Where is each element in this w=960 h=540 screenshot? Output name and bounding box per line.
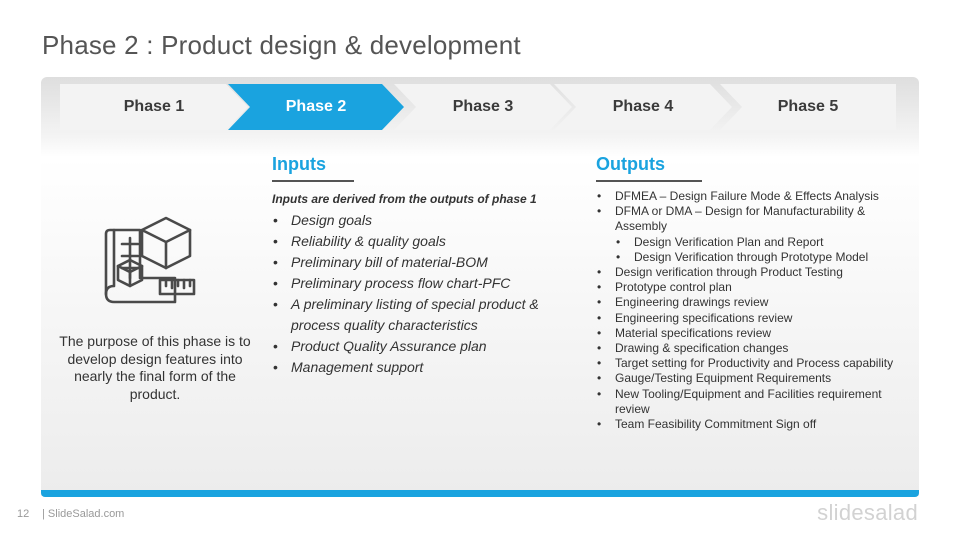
- phase-3-chevron: Phase 3: [394, 84, 572, 130]
- list-item: Drawing & specification changes: [596, 341, 902, 356]
- list-item: Gauge/Testing Equipment Requirements: [596, 371, 902, 386]
- list-item: DFMA or DMA – Design for Manufacturabili…: [596, 204, 902, 234]
- panel-accent-bar: [41, 490, 919, 497]
- list-item: A preliminary listing of special product…: [272, 294, 562, 336]
- page-number: 12: [17, 508, 30, 520]
- list-item: Material specifications review: [596, 326, 902, 341]
- list-item: DFMEA – Design Failure Mode & Effects An…: [596, 189, 902, 204]
- phase-3-label: Phase 3: [452, 98, 514, 115]
- list-item: Design goals: [272, 210, 562, 231]
- phase-5-chevron: Phase 5: [720, 84, 896, 130]
- list-item: Engineering drawings review: [596, 295, 902, 310]
- footer-site-link[interactable]: | SlideSalad.com: [42, 508, 125, 520]
- inputs-list: Design goals Reliability & quality goals…: [272, 210, 562, 378]
- list-item: Design Verification through Prototype Mo…: [596, 250, 902, 265]
- list-item: Team Feasibility Commitment Sign off: [596, 417, 902, 432]
- list-item: Reliability & quality goals: [272, 231, 562, 252]
- phase-1-label: Phase 1: [123, 98, 185, 115]
- list-item: New Tooling/Equipment and Facilities req…: [596, 387, 902, 417]
- brand-logo: slidesalad: [817, 500, 918, 525]
- inputs-subheading: Inputs are derived from the outputs of p…: [272, 192, 537, 206]
- list-item: Design Verification Plan and Report: [596, 235, 902, 250]
- inputs-heading: Inputs: [272, 154, 326, 174]
- slide-title: Phase 2 : Product design & development: [42, 30, 521, 60]
- phase-4-chevron: Phase 4: [554, 84, 732, 130]
- list-item: Preliminary process flow chart-PFC: [272, 273, 562, 294]
- list-item: Engineering specifications review: [596, 311, 902, 326]
- list-item: Product Quality Assurance plan: [272, 336, 562, 357]
- inputs-heading-rule: [272, 180, 354, 182]
- phase-1-chevron: Phase 1: [60, 84, 248, 130]
- product-design-blueprint-icon: [100, 204, 210, 312]
- outputs-heading: Outputs: [596, 154, 665, 174]
- outputs-list: DFMEA – Design Failure Mode & Effects An…: [596, 189, 902, 432]
- phase-chevron-bar: Phase 1 Phase 2 Phase 3 Phase 4 Phase 5: [60, 84, 896, 130]
- phase-2-chevron: Phase 2: [228, 84, 404, 130]
- list-item: Prototype control plan: [596, 280, 902, 295]
- phase-5-label: Phase 5: [777, 98, 839, 115]
- phase-4-label: Phase 4: [612, 98, 674, 115]
- list-item: Target setting for Productivity and Proc…: [596, 356, 902, 371]
- purpose-text: The purpose of this phase is to develop …: [59, 333, 251, 402]
- list-item: Management support: [272, 357, 562, 378]
- list-item: Design verification through Product Test…: [596, 265, 902, 280]
- phase-2-label: Phase 2: [285, 98, 347, 115]
- list-item: Preliminary bill of material-BOM: [272, 252, 562, 273]
- outputs-heading-rule: [596, 180, 702, 182]
